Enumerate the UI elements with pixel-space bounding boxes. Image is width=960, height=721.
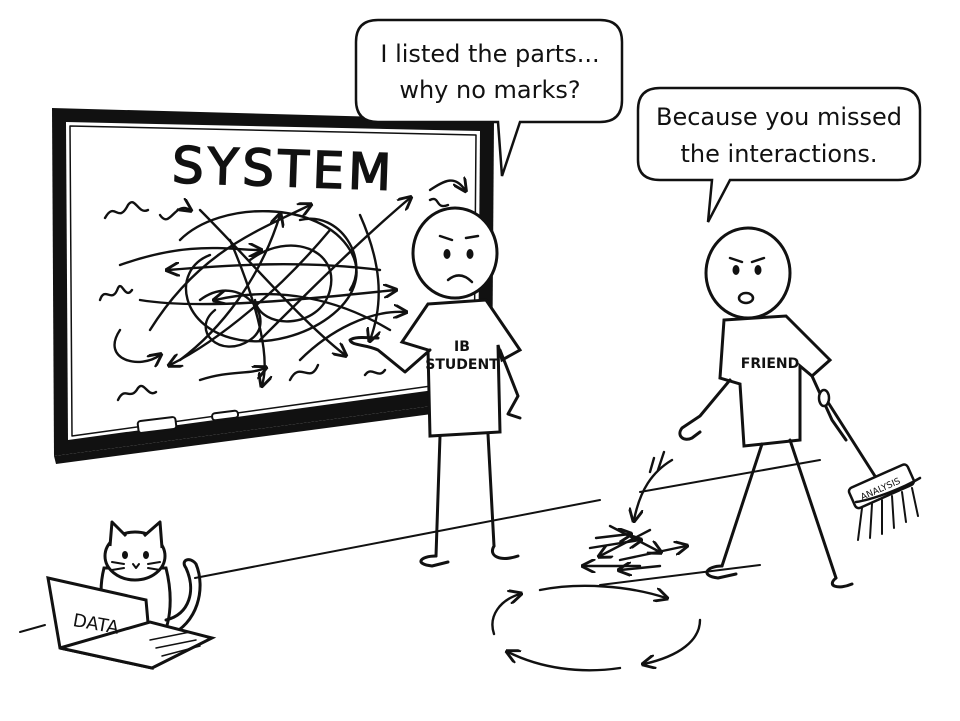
tangled-arrows xyxy=(98,181,465,402)
friend-bubble-line2: the interactions. xyxy=(681,140,878,168)
chalk-stick xyxy=(211,409,240,422)
friend-bubble-line1: Because you missed xyxy=(656,103,902,131)
student-head xyxy=(411,206,499,300)
student-shirt-line1: IB xyxy=(454,339,470,355)
board-title: SYSTEM xyxy=(171,136,396,202)
student-bubble-line2: why no marks? xyxy=(399,76,580,104)
chalkboard: SYSTEM xyxy=(52,108,494,464)
floor-debris-arrows xyxy=(584,450,686,570)
friend-head xyxy=(704,226,792,320)
student-shirt-line2: STUDENT xyxy=(425,357,499,373)
friend-figure: FRIEND xyxy=(678,226,854,589)
chalk-eraser xyxy=(136,416,178,434)
cycle-arrows-icon xyxy=(491,584,702,672)
speech-bubble-friend: Because you missed the interactions. xyxy=(636,86,922,223)
student-bubble-line1: I listed the parts... xyxy=(380,40,599,68)
broom-icon: ANALYSIS xyxy=(817,388,922,541)
friend-shirt-label: FRIEND xyxy=(741,356,799,372)
chalk-tray xyxy=(54,398,492,464)
speech-bubble-student: I listed the parts... why no marks? xyxy=(354,18,624,177)
student-figure: IB STUDENT xyxy=(348,206,523,568)
floor-lines xyxy=(19,459,821,633)
student-shirt xyxy=(399,298,523,438)
laptop-icon: DATA xyxy=(46,576,217,670)
